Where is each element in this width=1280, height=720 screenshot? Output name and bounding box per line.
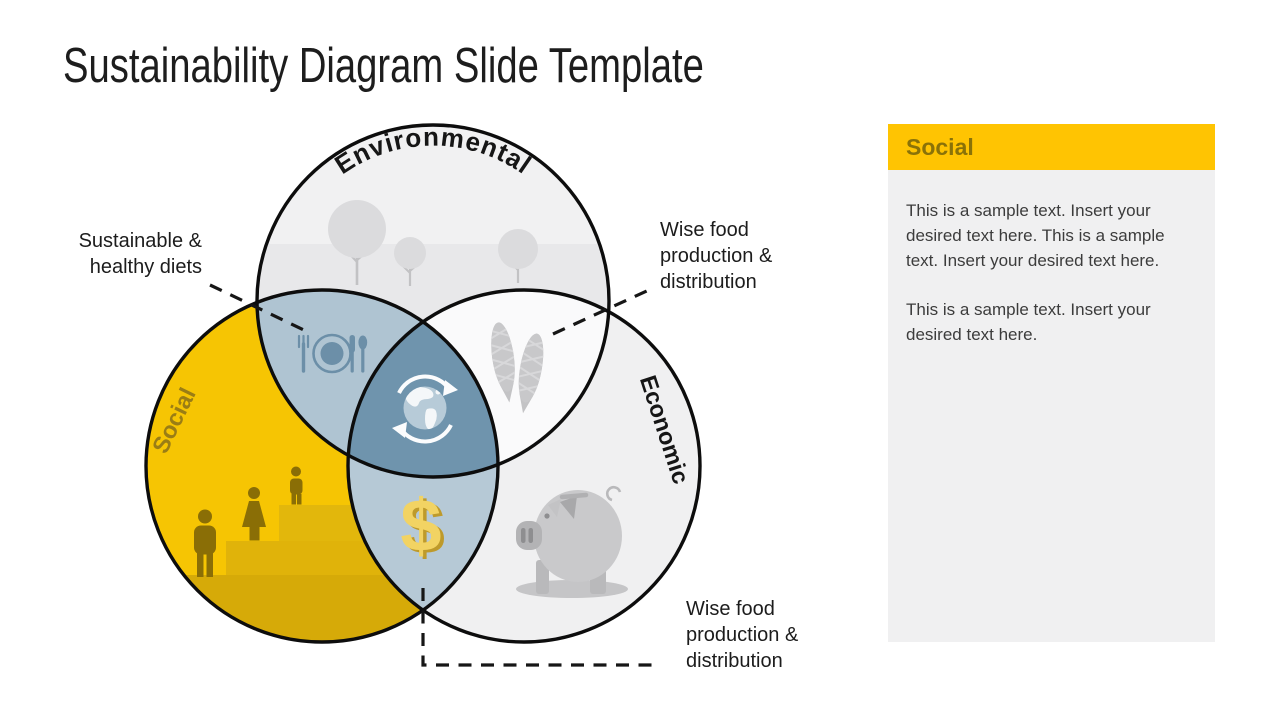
panel-paragraph: This is a sample text. Insert your desir…	[906, 201, 1165, 270]
callout-wise-food-top: Wise food production & distribution	[660, 219, 773, 293]
side-panel: Social This is a sample text. Insert you…	[888, 124, 1215, 642]
callout-wise-food-bottom: Wise food production & distribution	[686, 598, 799, 672]
overlap-center	[348, 290, 498, 477]
dollar-icon: $ $	[400, 484, 445, 570]
plate-cutlery-icon	[297, 333, 368, 374]
callout-sustainable-diets: Sustainable & healthy diets	[78, 230, 202, 278]
svg-text:$: $	[404, 487, 445, 570]
trees-icon	[328, 200, 538, 286]
svg-text:$: $	[400, 484, 441, 567]
panel-body: This is a sample text. Insert your desir…	[888, 170, 1215, 642]
piggy-bank-icon	[516, 485, 628, 598]
circle-outlines	[144, 123, 702, 644]
connector-wise-food-top	[552, 287, 652, 336]
connector-wise-food-bottom	[421, 588, 652, 667]
panel-paragraph: This is a sample text. Insert your desir…	[906, 300, 1151, 344]
panel-header-title: Social	[888, 124, 1215, 170]
corn-icon	[487, 322, 548, 414]
connector-sustainable-diets	[209, 283, 307, 333]
globe-cycle-icon	[392, 374, 458, 444]
page-title: Sustainability Diagram Slide Template	[63, 39, 704, 93]
